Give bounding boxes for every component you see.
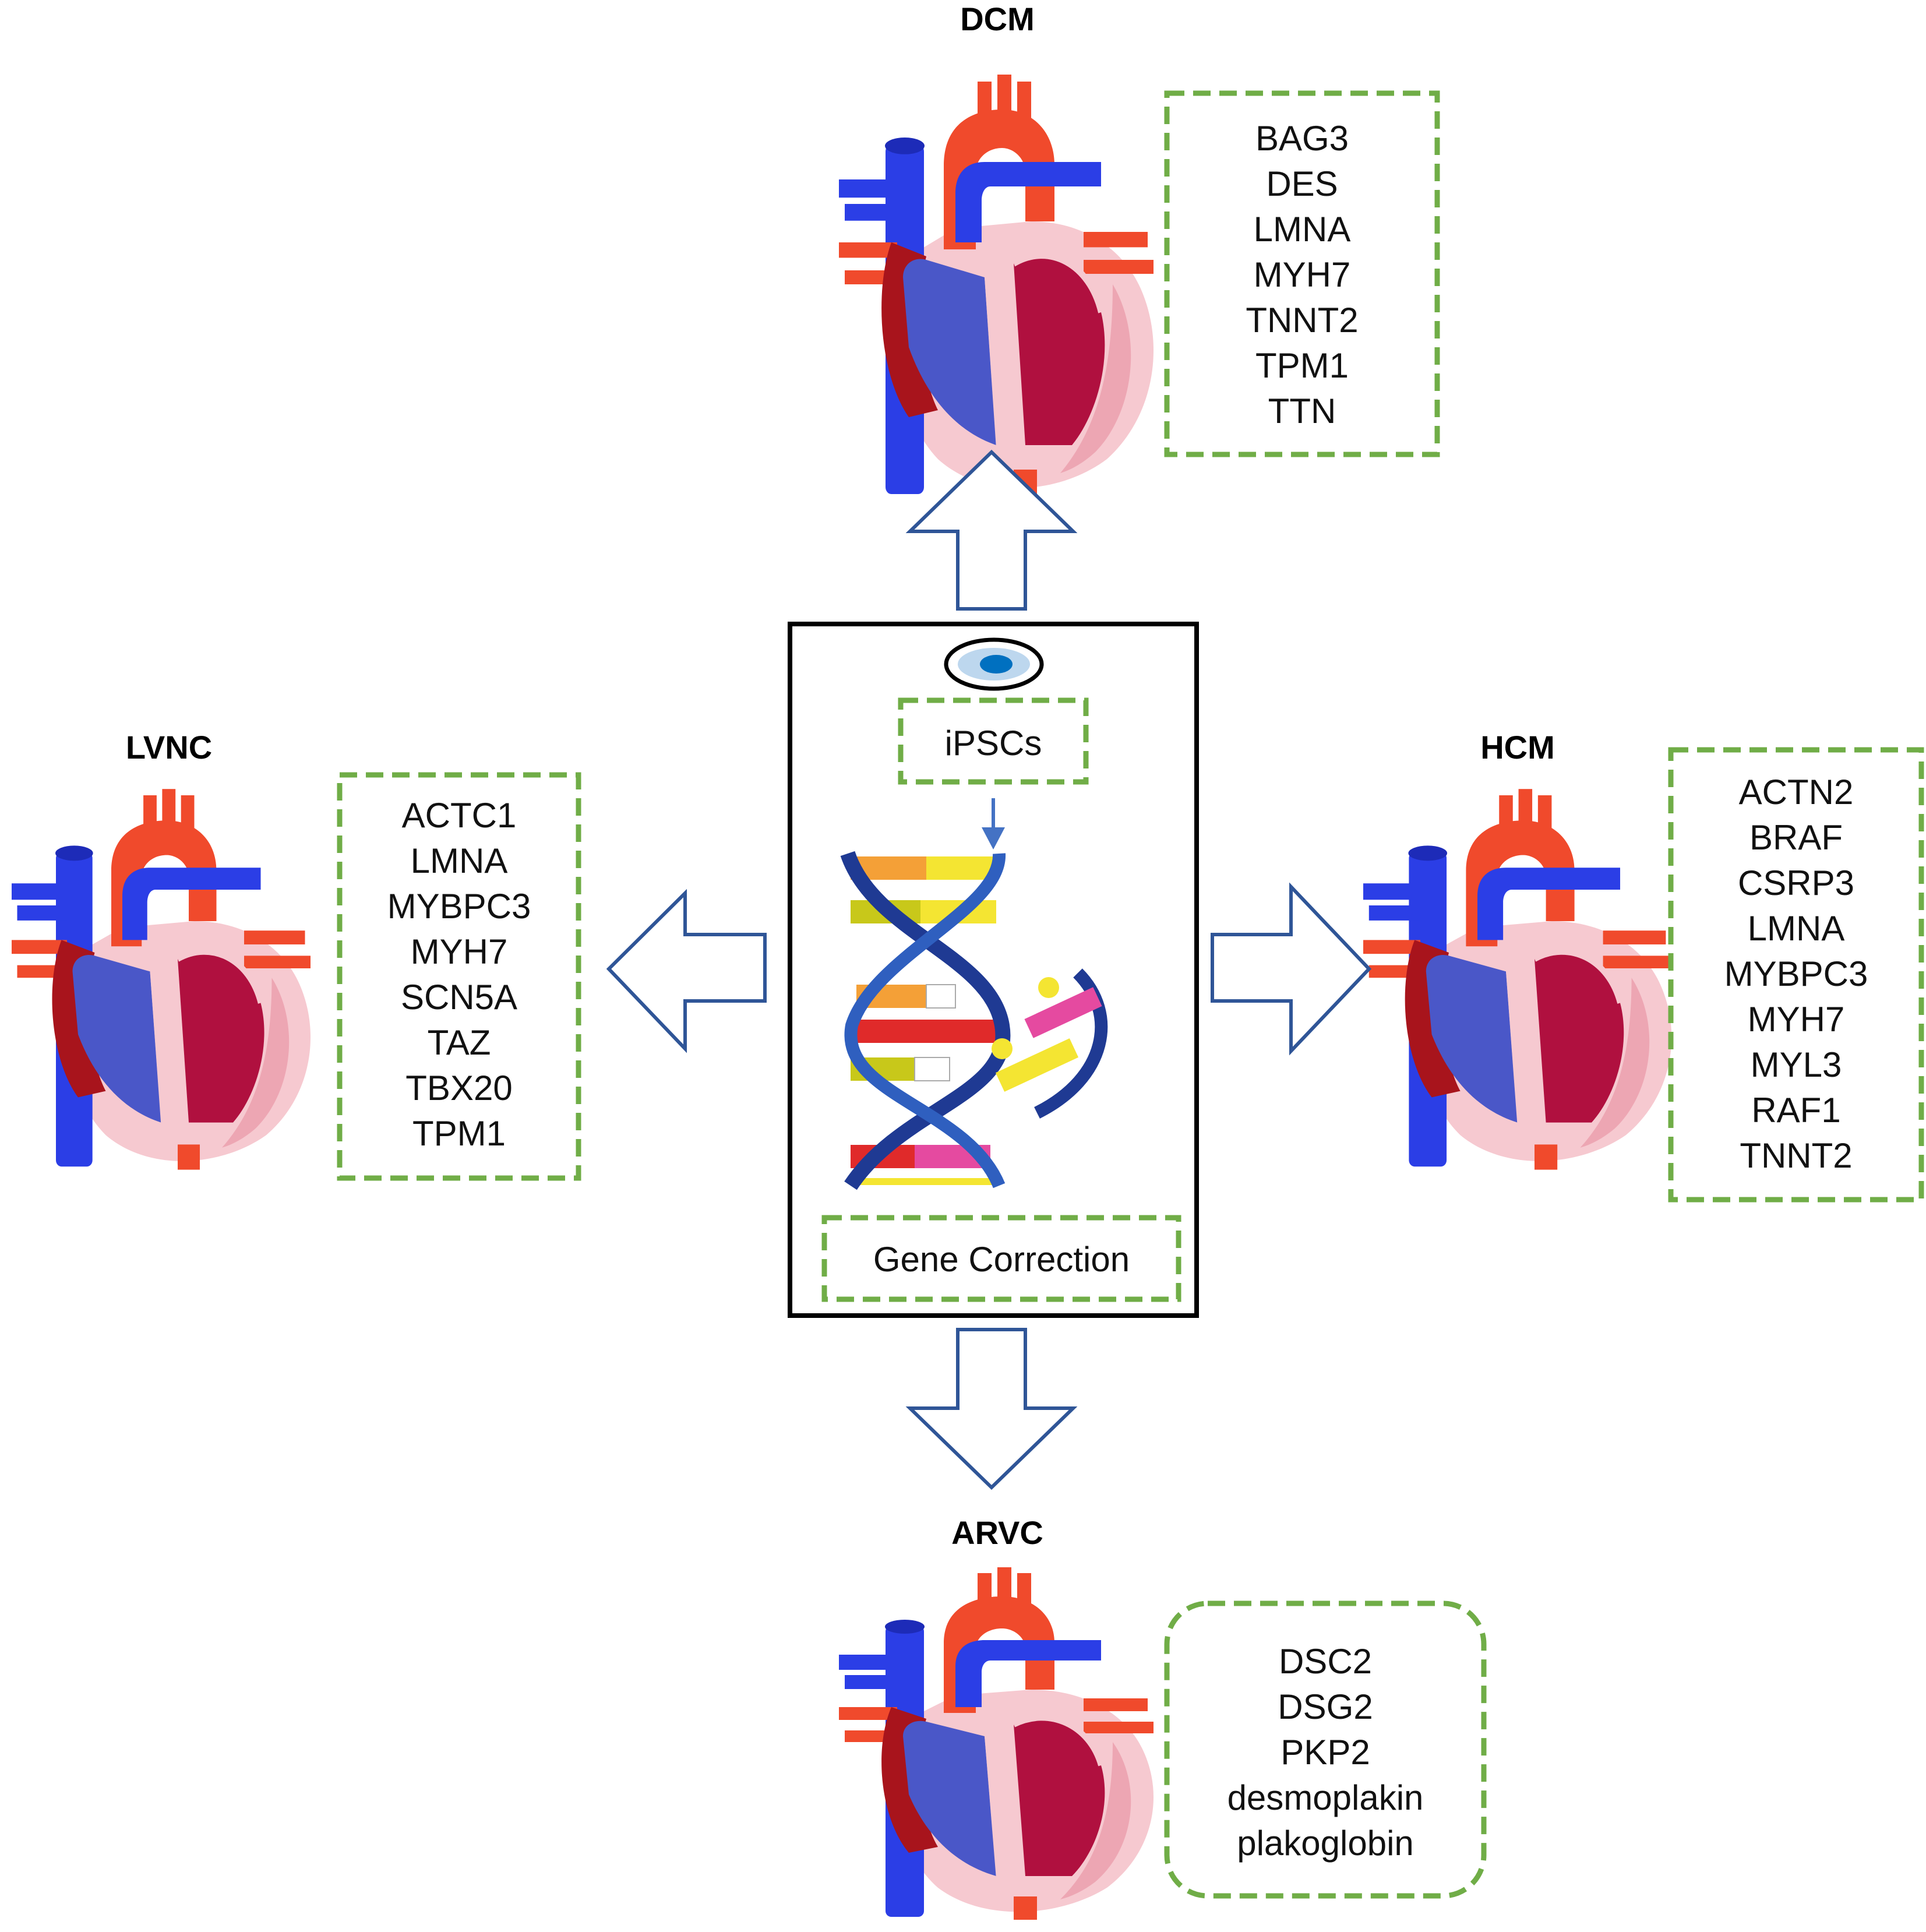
gene-item: SCN5A (401, 978, 517, 1017)
hcm-gene-box (1668, 747, 1924, 1203)
dcm-title: DCM (960, 1, 1035, 37)
gene-item: TNNT2 (1740, 1136, 1852, 1175)
gene-item: MYBPC3 (1724, 954, 1868, 993)
dcm-heart-illustration (839, 75, 1154, 498)
gene-item: ACTC1 (402, 796, 517, 835)
gene-item: BRAF (1749, 818, 1843, 857)
gene-item: MYH7 (1254, 255, 1351, 294)
gene-item: MYBPC3 (387, 887, 531, 926)
gene-item: TPM1 (1255, 346, 1349, 385)
arrow-right-icon (1211, 882, 1372, 1056)
cell-icon (944, 637, 1044, 691)
gene-item: TAZ (428, 1023, 491, 1062)
gene-item: desmoplakin (1227, 1778, 1424, 1817)
gene-item: RAF1 (1751, 1091, 1840, 1130)
gene-item: CSRP3 (1738, 863, 1854, 902)
ipsc-label: iPSCs (945, 724, 1042, 763)
gene-item: MYH7 (411, 932, 508, 971)
dcm-gene-list: BAG3 DES LMNA MYH7 TNNT2 TPM1 TTN (1246, 119, 1358, 431)
gene-item: LMNA (411, 841, 508, 880)
gene-item: PKP2 (1281, 1733, 1370, 1772)
arrow-left-icon (606, 889, 767, 1053)
pointer-arrow-icon (982, 798, 1005, 849)
gene-item: LMNA (1254, 210, 1351, 249)
gene-item: LMNA (1748, 909, 1845, 948)
hcm-title: HCM (1480, 729, 1555, 766)
dcm-gene-box (1164, 90, 1440, 457)
gene-item: plakoglobin (1237, 1824, 1414, 1863)
arrow-up-icon (905, 449, 1078, 611)
arvc-gene-list: DSC2 DSG2 PKP2 desmoplakin plakoglobin (1227, 1642, 1424, 1863)
arvc-gene-box (1164, 1600, 1487, 1899)
gene-item: TNNT2 (1246, 301, 1358, 340)
gene-item: DSG2 (1278, 1687, 1373, 1726)
lvnc-heart-illustration (12, 789, 311, 1169)
gene-item: TTN (1268, 392, 1336, 431)
ipsc-label-box (898, 697, 1089, 785)
gene-item: DES (1266, 164, 1338, 203)
center-panel (788, 622, 1199, 1318)
lvnc-gene-box (337, 772, 581, 1181)
arrow-down-icon (905, 1328, 1078, 1490)
lvnc-title: LVNC (126, 729, 212, 766)
gene-correction-label: Gene Correction (873, 1240, 1130, 1279)
arvc-title: ARVC (951, 1514, 1043, 1551)
gene-item: TPM1 (412, 1114, 506, 1153)
arvc-heart-illustration (839, 1567, 1154, 1920)
gene-item: MYL3 (1751, 1045, 1842, 1084)
gene-item: TBX20 (405, 1069, 512, 1108)
gene-item: ACTN2 (1739, 773, 1854, 812)
dna-helix-icon (840, 851, 1108, 1190)
gene-item: DSC2 (1279, 1642, 1372, 1681)
hcm-heart-illustration (1363, 789, 1671, 1169)
gene-item: BAG3 (1255, 119, 1349, 158)
lvnc-gene-list: ACTC1 LMNA MYBPC3 MYH7 SCN5A TAZ TBX20 T… (387, 796, 531, 1153)
gene-item: MYH7 (1748, 1000, 1845, 1039)
hcm-gene-list: ACTN2 BRAF CSRP3 LMNA MYBPC3 MYH7 MYL3 R… (1724, 773, 1868, 1175)
gene-correction-label-box (821, 1215, 1181, 1302)
